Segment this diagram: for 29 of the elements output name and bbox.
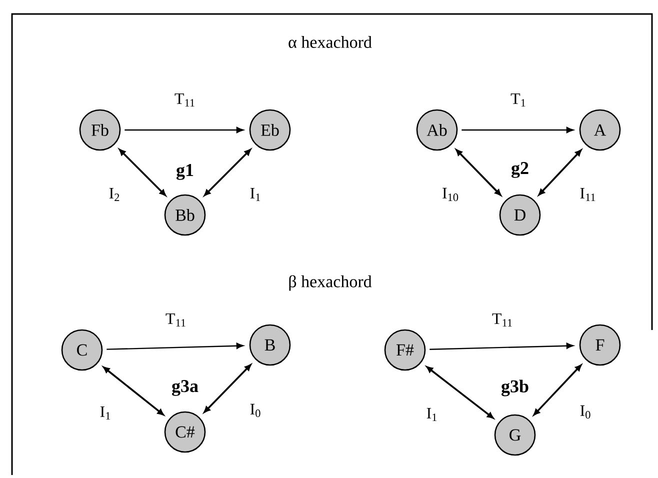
arrow xyxy=(124,126,244,134)
arrow xyxy=(456,149,502,196)
heading: β hexachord xyxy=(289,275,372,291)
arrow xyxy=(204,149,251,196)
arrow xyxy=(106,342,244,350)
arrow xyxy=(534,364,582,416)
edge-label: I$_{1}$ xyxy=(248,186,262,202)
arrow xyxy=(119,149,166,196)
edge-label: I$_{2}$ xyxy=(108,186,122,202)
edge-label: T$_{11}$ xyxy=(164,312,188,328)
edge-label: I$_{10}$ xyxy=(441,186,460,202)
edge-label: I$_{0}$ xyxy=(248,402,262,418)
arrow xyxy=(538,150,582,196)
edge-label: T$_{1}$ xyxy=(510,92,528,108)
arrow xyxy=(103,366,164,416)
arrow xyxy=(430,342,574,350)
arrow xyxy=(204,364,252,413)
edge-label: T$_{11}$ xyxy=(490,312,514,328)
group-label: g3b xyxy=(501,380,528,396)
edge-label: I$_{1}$ xyxy=(425,406,439,422)
edge-label: I$_{0}$ xyxy=(578,404,592,420)
edge-label: T$_{11}$ xyxy=(173,92,197,108)
group-label: g3a xyxy=(172,380,198,396)
arrow xyxy=(462,126,574,134)
group-label: g2 xyxy=(511,162,528,178)
edge-label: I$_{11}$ xyxy=(578,186,598,202)
heading: α hexachord xyxy=(288,36,372,48)
arrow xyxy=(426,366,494,419)
edge-label: I$_{1}$ xyxy=(98,405,112,421)
